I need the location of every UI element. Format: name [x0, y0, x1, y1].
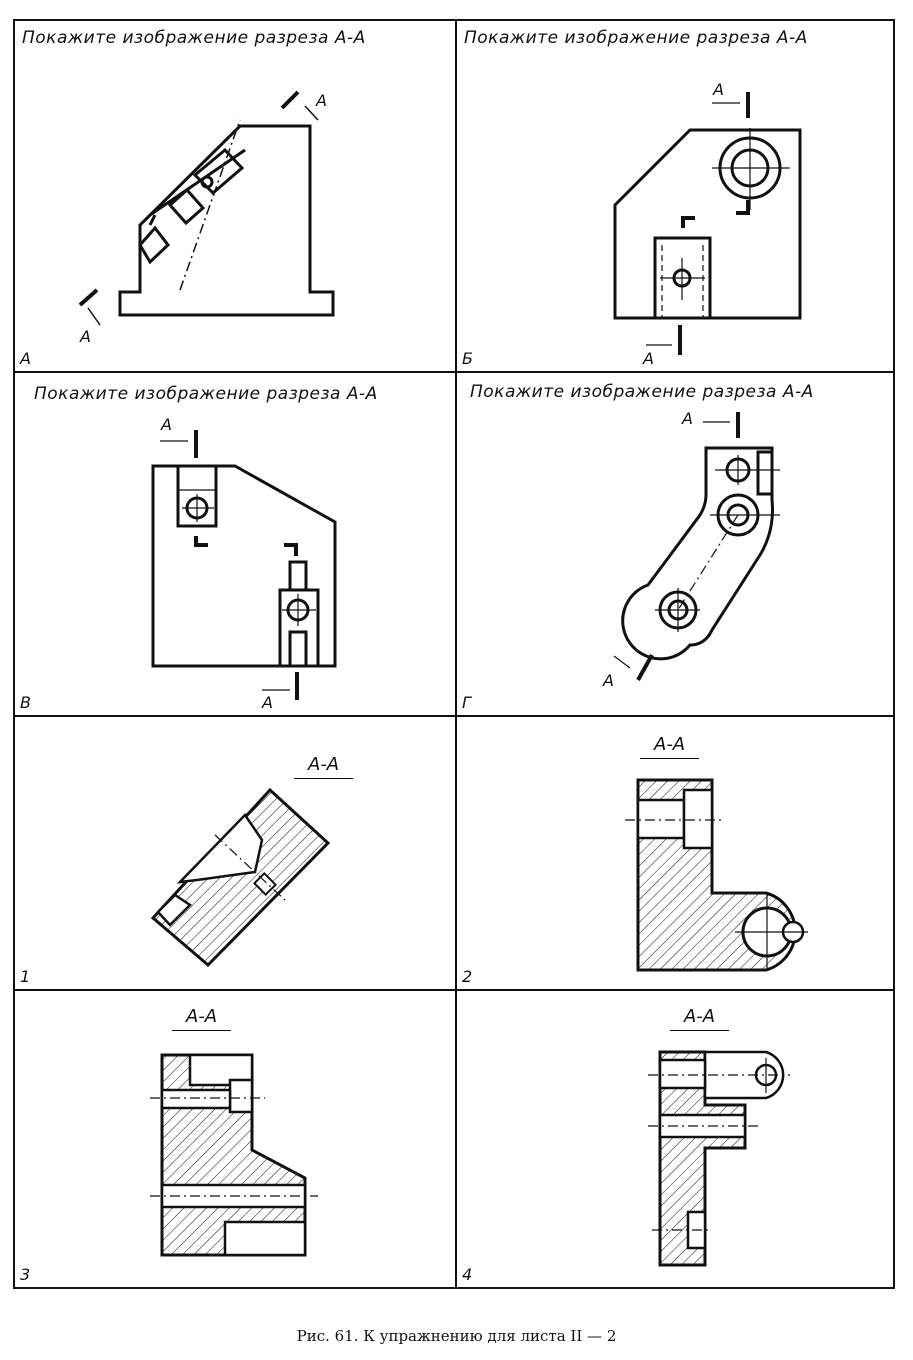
task-a-slot-left [138, 225, 171, 265]
answer-1-section-title: А-А [293, 754, 354, 779]
task-v-title: Покажите изображение разреза А-А [34, 384, 378, 404]
task-a-cut-letter-bottom: А [79, 327, 91, 346]
answer-3-label: 3 [20, 1265, 31, 1284]
task-v-top-block [176, 464, 218, 528]
task-a-cut-letter-top: А [315, 91, 327, 110]
answer-1-label: 1 [20, 967, 31, 986]
task-b-cut-letter-top: А [712, 80, 724, 99]
answer-1-cell: А-А 1 [14, 716, 456, 990]
task-a-hole [200, 175, 214, 189]
answer-2-cell: А-А 2 [456, 716, 894, 990]
task-b-cut-letter-bottom: А [642, 349, 654, 368]
task-g-cut-letter-top: А [681, 409, 693, 428]
task-v-label: В [20, 693, 31, 712]
task-a-part-outline [118, 124, 335, 317]
answer-3-section-title: А-А [171, 1006, 232, 1031]
answer-4-cell: А-А 4 [456, 990, 894, 1288]
task-v-cut-letter-top: А [160, 415, 172, 434]
task-a-cell: Покажите изображение разреза А-А А [14, 20, 456, 372]
task-b-title: Покажите изображение разреза А-А [464, 28, 808, 48]
task-b-part-outline [613, 128, 802, 320]
task-a-title: Покажите изображение разреза А-А [22, 28, 366, 48]
task-g-title: Покажите изображение разреза А-А [470, 382, 814, 402]
answer-2-section-title: А-А [639, 734, 700, 759]
answer-3-cell: А-А 3 [14, 990, 456, 1288]
answer-4-section-title: А-А [669, 1006, 730, 1031]
task-a-label: А [20, 349, 31, 368]
answer-4-label: 4 [462, 1265, 473, 1284]
task-g-cell: Покажите изображение разреза А-А Г [456, 372, 894, 716]
task-v-cell: Покажите изображение разреза А-А В [14, 372, 456, 716]
task-b-label: Б [462, 349, 473, 368]
task-g-label: Г [462, 693, 471, 712]
task-g-cut-letter-bottom: А [602, 671, 614, 690]
task-a-slot-mid [167, 187, 206, 226]
task-b-cell: Покажите изображение разреза А-А Б [456, 20, 894, 372]
answer-2-label: 2 [462, 967, 473, 986]
task-v-cut-letter-bottom: А [261, 693, 273, 712]
task-b-insert [653, 236, 712, 320]
figure-caption: Рис. 61. К упражнению для листа II — 2 [296, 1327, 617, 1345]
